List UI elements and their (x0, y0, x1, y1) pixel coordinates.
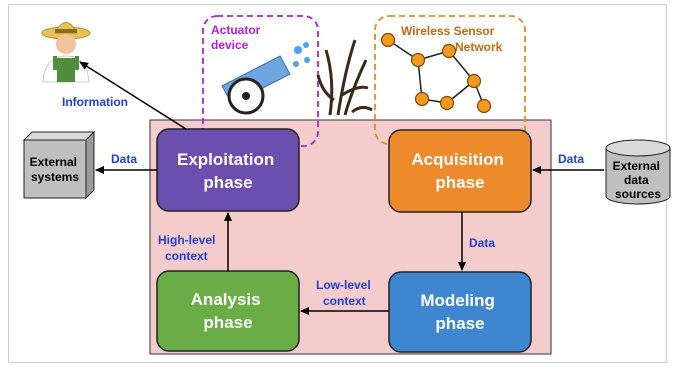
actuator-label: Actuator device (211, 23, 264, 52)
analysis-phase: Analysis phase (156, 270, 300, 352)
data-in-label: Data (558, 152, 584, 166)
external-systems-box: External systems (22, 130, 96, 200)
svg-text:Acquisition phase: Acquisition phase (411, 150, 508, 192)
wsn-label: Wireless Sensor Network (401, 24, 503, 54)
svg-text:Analysis phase: Analysis phase (191, 290, 266, 332)
wsn-region (374, 15, 526, 145)
data-mid-label: Data (469, 236, 495, 250)
sprinkler-icon (221, 42, 310, 115)
svg-text:External systems: External systems (30, 155, 81, 184)
external-data-sources-cylinder: External data sources (605, 139, 671, 205)
data-out-label: Data (111, 152, 137, 166)
information-label: Information (62, 95, 128, 109)
high-level-context-label: High-level context (158, 233, 219, 263)
modeling-phase: Modeling phase (388, 271, 532, 353)
farmer-icon (41, 22, 91, 83)
svg-text:External data: External data sources (613, 159, 664, 201)
acquisition-phase: Acquisition phase (388, 129, 532, 213)
sensor-network-icon (380, 32, 492, 114)
svg-text:Modeling phase: Modeling phase (420, 291, 499, 333)
arrow-to-farmer (79, 61, 187, 130)
svg-text:Exploitation phase: Exploitation phase (177, 150, 279, 192)
low-level-context-label: Low-level context (316, 278, 374, 308)
exploitation-phase: Exploitation phase (156, 128, 300, 212)
crop-icon (316, 39, 373, 116)
actuator-device-region (202, 15, 319, 147)
